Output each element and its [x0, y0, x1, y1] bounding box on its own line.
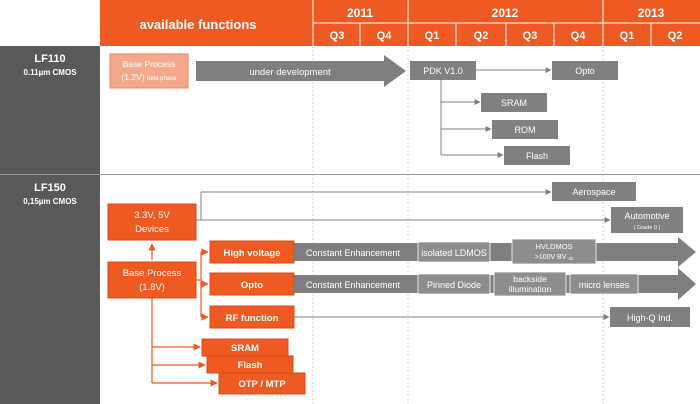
aerospace-box: [552, 182, 636, 201]
lf110-opto-box: [552, 61, 618, 80]
box-label: Base Process: [123, 59, 175, 69]
lf110-flash-box: [504, 146, 570, 165]
section-name: LF110: [34, 53, 65, 65]
box-sublabel: ( Grade 0 ): [634, 225, 661, 231]
box-label: Automotive: [624, 211, 669, 221]
box-label: High-Q Ind.: [627, 313, 673, 323]
year-2011: 2011: [347, 6, 373, 20]
lf110-base-process-box: [109, 53, 189, 89]
section-name: LF150: [34, 182, 66, 194]
box-label: Aerospace: [572, 187, 615, 197]
box-label: ROM: [515, 125, 536, 135]
lf110-sram-box: [481, 93, 547, 112]
quarter-label: Q1: [425, 30, 440, 42]
box-label: >100V BV: [535, 254, 567, 261]
arrow-label: Constant Enhancement: [306, 248, 401, 258]
box-label: Base Process: [123, 268, 182, 279]
box-label: RF function: [226, 313, 279, 324]
box-label: SRAM: [501, 98, 527, 108]
quarter-label: Q2: [474, 30, 489, 42]
box-label: backside: [513, 274, 547, 284]
high-q-box: [610, 307, 690, 327]
section-tech: 0.11µm CMOS: [23, 68, 77, 77]
timeline-grid: [312, 46, 604, 404]
year-2013: 2013: [638, 6, 665, 20]
pdk-box: [410, 61, 476, 80]
year-2012: 2012: [492, 6, 519, 20]
lf150-devices-box: [107, 203, 197, 241]
section-tech: 0,15µm CMOS: [23, 197, 77, 206]
isolated-ldmos-box: [417, 241, 491, 263]
under-development-arrow: [196, 55, 406, 87]
quarter-label: Q4: [377, 30, 393, 42]
box-label: HVLDMOS: [535, 242, 572, 251]
quarter-label: Q1: [620, 30, 635, 42]
box-label: (1.8V): [139, 282, 165, 293]
box-label: Flash: [526, 151, 548, 161]
micro-lenses-box: [569, 273, 639, 295]
box-label-suffix: beta phase: [147, 76, 177, 82]
sidebar-lf150: [0, 175, 100, 404]
box-label: Opto: [575, 66, 595, 76]
quarter-label: Q2: [668, 30, 683, 42]
quarter-label: Q4: [571, 30, 587, 42]
box-label-subscript: ds: [568, 256, 574, 261]
quarter-label: Q3: [523, 30, 538, 42]
box-label: Flash: [238, 360, 263, 371]
lf150-otp-box: [218, 372, 306, 395]
box-label: (1.2V) beta phase: [121, 72, 177, 82]
arrow-label: under development: [249, 67, 331, 78]
arrow-label: Constant Enhancement: [306, 280, 401, 290]
box-label: isolated LDMOS: [421, 248, 487, 258]
box-label: 3.3V, 5V: [134, 210, 170, 221]
box-label: (1.2V): [121, 72, 144, 82]
box-label: Devices: [135, 224, 169, 235]
quarter-label: Q3: [330, 30, 345, 42]
header-title: available functions: [139, 17, 256, 32]
box-label: Opto: [241, 280, 263, 291]
box-label: High voltage: [223, 248, 280, 259]
pinned-diode-box: [417, 273, 491, 295]
box-label: OTP / MTP: [238, 379, 286, 390]
box-label: Pinned Diode: [427, 280, 481, 290]
hvldmos-box: [511, 238, 597, 265]
box-label: illumination: [509, 284, 552, 294]
backside-illumination-box: [493, 271, 567, 297]
box-label: PDK V1.0: [423, 66, 463, 76]
box-label: micro lenses: [579, 280, 630, 290]
box-label: >100V BV ds: [535, 254, 574, 261]
automotive-box: [611, 207, 683, 233]
sidebar-lf110: [0, 46, 100, 174]
lf110-rom-box: [492, 120, 558, 139]
box-label: SRAM: [231, 343, 259, 354]
